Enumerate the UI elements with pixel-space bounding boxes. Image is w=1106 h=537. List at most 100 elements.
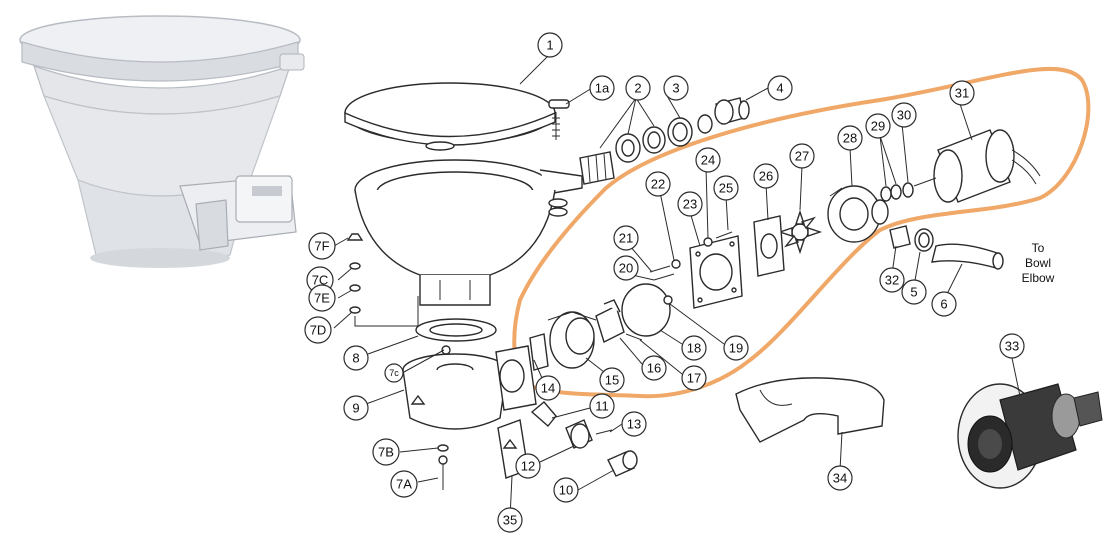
svg-text:19: 19: [729, 341, 743, 356]
svg-text:33: 33: [1005, 339, 1019, 354]
svg-text:12: 12: [521, 459, 535, 474]
note-line-1: To: [1032, 241, 1045, 255]
callout-7D: 7D: [304, 316, 332, 344]
shaft-seals: [880, 182, 914, 202]
callout-24: 24: [695, 147, 721, 173]
impeller: [777, 209, 823, 255]
callout-2: 2: [625, 75, 651, 101]
callout-3: 3: [663, 75, 689, 101]
valve-11: [530, 401, 557, 428]
callout-7A: 7A: [390, 470, 418, 498]
callout-27: 27: [789, 143, 815, 169]
svg-text:7C: 7C: [312, 273, 329, 288]
svg-text:11: 11: [595, 399, 609, 414]
pump-base: [402, 345, 537, 430]
callout-25: 25: [713, 175, 739, 201]
seat-lid: [344, 82, 556, 151]
inlet-parts: [579, 97, 750, 185]
callout-18: 18: [681, 335, 707, 361]
svg-text:2: 2: [634, 81, 641, 96]
callout-1: 1: [537, 32, 563, 58]
svg-text:29: 29: [871, 119, 885, 134]
screws-20-21-22: [649, 259, 681, 281]
svg-text:6: 6: [940, 297, 947, 312]
svg-text:18: 18: [687, 341, 701, 356]
bowl: [354, 159, 583, 306]
callout-30: 30: [891, 102, 917, 128]
callout-17: 17: [681, 365, 707, 391]
callout-29: 29: [865, 113, 891, 139]
callout-34: 34: [827, 465, 853, 491]
callout-13: 13: [621, 411, 647, 437]
svg-text:17: 17: [687, 371, 701, 386]
svg-text:16: 16: [647, 361, 661, 376]
svg-text:26: 26: [759, 169, 773, 184]
callout-11: 11: [589, 393, 615, 419]
callout-12: 12: [515, 453, 541, 479]
svg-text:8: 8: [352, 351, 359, 366]
callout-9: 9: [343, 395, 369, 421]
svg-text:35: 35: [503, 513, 517, 528]
svg-text:24: 24: [701, 153, 715, 168]
svg-text:7D: 7D: [310, 323, 327, 338]
svg-text:32: 32: [885, 273, 899, 288]
callout-26: 26: [753, 163, 779, 189]
callout-7E: 7E: [308, 284, 336, 312]
note-to-bowl-elbow: To Bowl Elbow: [1022, 241, 1055, 285]
callout-35: 35: [497, 507, 523, 533]
svg-text:20: 20: [619, 261, 633, 276]
pump-cover-34: [735, 377, 885, 443]
callout-1a: 1a: [589, 75, 615, 101]
callout-33: 33: [999, 333, 1025, 359]
svg-text:27: 27: [795, 149, 809, 164]
svg-text:1a: 1a: [595, 81, 610, 96]
callout-7C: 7C: [306, 266, 334, 294]
clamp-5: [914, 228, 934, 252]
callout-7c-small: 7c: [384, 363, 404, 383]
svg-text:25: 25: [719, 181, 733, 196]
svg-text:7A: 7A: [396, 477, 412, 492]
svg-text:21: 21: [619, 231, 633, 246]
callout-15: 15: [599, 367, 625, 393]
svg-text:4: 4: [776, 81, 783, 96]
svg-text:15: 15: [605, 373, 619, 388]
bowl-fasteners: [548, 198, 568, 217]
svg-text:1: 1: [546, 38, 553, 53]
callout-4: 4: [767, 75, 793, 101]
callout-14: 14: [535, 375, 561, 401]
note-line-3: Elbow: [1022, 271, 1055, 285]
plug-10: [607, 450, 638, 477]
callout-7B: 7B: [372, 438, 400, 466]
svg-text:30: 30: [897, 108, 911, 123]
svg-text:13: 13: [627, 417, 641, 432]
pump-plate: [689, 235, 743, 309]
macerator-housing: [547, 299, 643, 369]
base-ring: [415, 318, 497, 342]
toilet-photo: [19, 15, 305, 268]
callouts: 1 1a 2 3 4 31 30 29 28 27 26 25 24 23 22…: [304, 32, 1025, 533]
screw-13: [595, 429, 613, 435]
callout-19: 19: [723, 335, 749, 361]
elbow-32: [889, 225, 911, 249]
callout-5: 5: [901, 279, 927, 305]
svg-text:22: 22: [651, 177, 665, 192]
svg-text:34: 34: [833, 471, 847, 486]
pump-housing: [827, 185, 889, 243]
svg-text:7B: 7B: [378, 445, 394, 460]
svg-text:31: 31: [955, 86, 969, 101]
callout-21: 21: [613, 225, 639, 251]
callout-28: 28: [837, 125, 863, 151]
callout-20: 20: [613, 255, 639, 281]
diaphragm: [621, 283, 673, 337]
gasket: [753, 215, 785, 277]
svg-text:3: 3: [672, 81, 679, 96]
svg-text:9: 9: [352, 401, 359, 416]
svg-text:23: 23: [683, 197, 697, 212]
callout-23: 23: [677, 191, 703, 217]
callout-8: 8: [343, 345, 369, 371]
callout-10: 10: [553, 477, 579, 503]
callout-7F: 7F: [308, 232, 336, 260]
svg-text:14: 14: [541, 381, 555, 396]
